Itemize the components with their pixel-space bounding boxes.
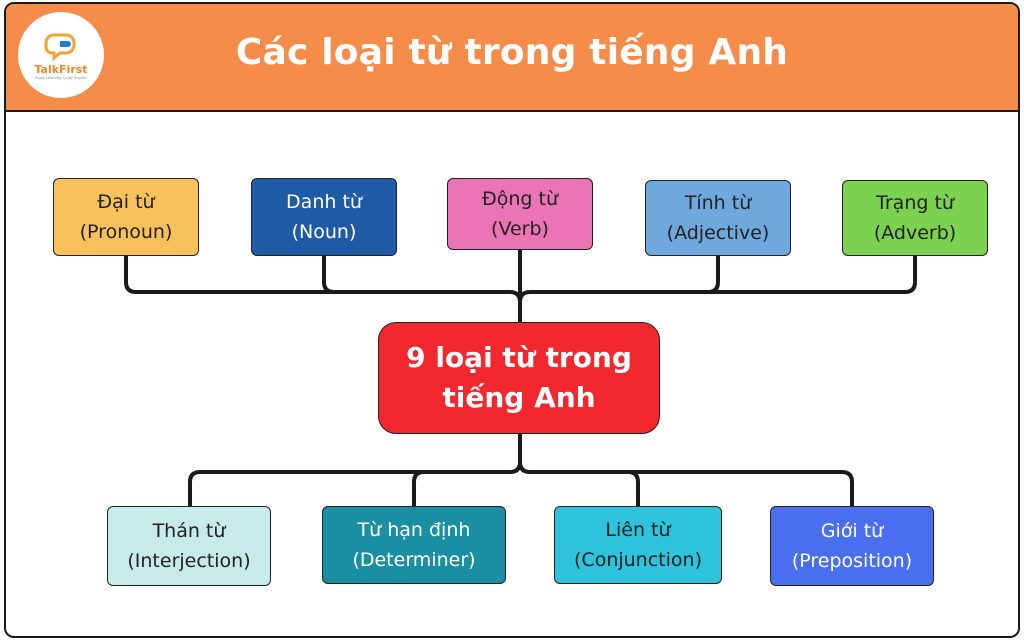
node-name: Liên từ bbox=[605, 519, 671, 541]
node-name: Tính từ bbox=[684, 192, 752, 214]
connector-conjunction bbox=[518, 460, 640, 508]
top-node: Danh từ (Noun) bbox=[251, 178, 397, 256]
bottom-node: Từ hạn định (Determiner) bbox=[322, 506, 506, 584]
node-name: Động từ bbox=[482, 188, 558, 210]
top-node: Đại từ (Pronoun) bbox=[53, 178, 199, 256]
connector-adjective bbox=[518, 254, 720, 304]
node-english: (Conjunction) bbox=[574, 549, 702, 571]
bottom-node: Thán từ (Interjection) bbox=[107, 506, 271, 586]
connector-down bbox=[188, 432, 522, 508]
node-name: Đại từ bbox=[97, 191, 155, 213]
node-name: Danh từ bbox=[286, 191, 362, 213]
center-line-2: tiếng Anh bbox=[442, 381, 596, 414]
connector-noun bbox=[322, 254, 512, 294]
speech-bubble-icon bbox=[44, 33, 76, 61]
node-english: (Determiner) bbox=[352, 549, 476, 571]
node-english: (Pronoun) bbox=[79, 221, 173, 243]
talkfirst-logo: TalkFirst Enjoy Learning, Enjoy English bbox=[18, 12, 104, 98]
header-banner: TalkFirst Enjoy Learning, Enjoy English … bbox=[6, 4, 1018, 112]
node-english: (Interjection) bbox=[127, 550, 251, 572]
top-node: Trạng từ (Adverb) bbox=[842, 180, 988, 256]
logo-name: TalkFirst bbox=[34, 62, 88, 76]
node-english: (Noun) bbox=[291, 221, 357, 243]
center-line-1: 9 loại từ trong bbox=[406, 341, 632, 374]
connector-preposition bbox=[626, 470, 854, 508]
bottom-node: Liên từ (Conjunction) bbox=[554, 506, 722, 584]
logo-tagline: Enjoy Learning, Enjoy English bbox=[35, 75, 87, 80]
top-node: Động từ (Verb) bbox=[447, 178, 593, 250]
node-english: (Verb) bbox=[491, 218, 549, 240]
node-name: Giới từ bbox=[820, 520, 884, 542]
node-name: Từ hạn định bbox=[357, 519, 471, 541]
node-english: (Adjective) bbox=[666, 222, 770, 244]
page-title: Các loại từ trong tiếng Anh bbox=[235, 32, 789, 73]
node-name: Trạng từ bbox=[876, 192, 954, 214]
center-node: 9 loại từ trong tiếng Anh bbox=[378, 322, 660, 434]
connector-adverb bbox=[706, 254, 917, 294]
connector-determiner bbox=[412, 470, 426, 508]
node-english: (Adverb) bbox=[873, 222, 957, 244]
top-node: Tính từ (Adjective) bbox=[645, 180, 791, 256]
bottom-node: Giới từ (Preposition) bbox=[770, 506, 934, 586]
node-name: Thán từ bbox=[152, 520, 226, 542]
node-english: (Preposition) bbox=[791, 550, 913, 572]
